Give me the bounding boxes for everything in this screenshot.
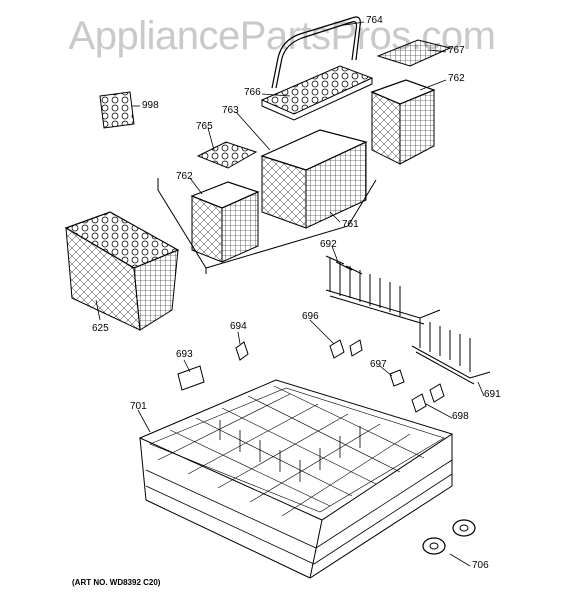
callout-694: 694	[230, 321, 247, 332]
callout-766: 766	[244, 87, 261, 98]
callout-706: 706	[472, 560, 489, 571]
callout-692: 692	[320, 239, 337, 250]
clip-693	[177, 365, 205, 391]
callout-998: 998	[142, 100, 159, 111]
callout-761: 761	[342, 219, 359, 230]
rack-wheels-706	[422, 519, 476, 555]
clip-698	[411, 383, 445, 413]
callout-765: 765	[196, 121, 213, 132]
basket-lid-765	[196, 141, 258, 169]
callout-762-right: 762	[448, 73, 465, 84]
callout-701: 701	[130, 401, 147, 412]
basket-625	[64, 211, 180, 331]
clip-697	[389, 369, 405, 387]
callout-764: 764	[366, 15, 383, 26]
basket-handle	[271, 16, 361, 89]
cover-998	[99, 91, 135, 129]
basket-762-right	[370, 79, 436, 165]
basket-lid-766	[260, 65, 374, 121]
callout-696: 696	[302, 311, 319, 322]
lower-rack-701	[138, 379, 454, 579]
callout-697: 697	[370, 359, 387, 370]
basket-763-center	[260, 129, 368, 229]
callout-763: 763	[222, 105, 239, 116]
tine-row-691	[411, 318, 491, 385]
callout-762-left: 762	[176, 171, 193, 182]
assembly-bracket-761	[157, 178, 377, 274]
clip-696	[329, 339, 363, 359]
basket-lid-767	[376, 39, 452, 67]
callout-698: 698	[452, 411, 469, 422]
clip-694	[235, 341, 249, 361]
callout-693: 693	[176, 349, 193, 360]
callout-625: 625	[92, 323, 109, 334]
basket-762-left	[190, 181, 260, 263]
callout-767: 767	[448, 45, 465, 56]
callout-691: 691	[484, 389, 501, 400]
art-number: (ART NO. WD8392 C20)	[72, 578, 161, 587]
tine-row-692	[325, 255, 441, 325]
leader-lines	[95, 21, 485, 567]
